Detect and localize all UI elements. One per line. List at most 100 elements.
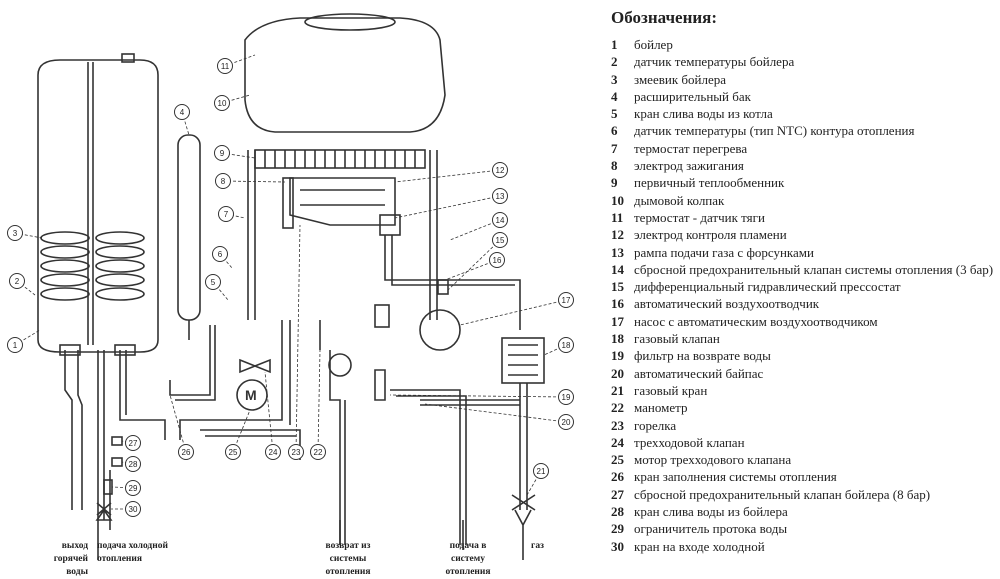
legend-label: бойлер [634, 37, 673, 52]
label-line: возврат из системы [325, 541, 371, 564]
callout-23: 23 [288, 224, 304, 460]
callout-25: 25 [225, 409, 251, 460]
legend-label: электрод контроля пламени [634, 227, 787, 243]
callout-leader [449, 219, 501, 241]
callout-number: 28 [129, 460, 138, 469]
label-line: отопления [325, 567, 371, 577]
label-hot-water-out: выход горячей воды [30, 540, 88, 579]
callout-30: 30 [111, 501, 141, 517]
callout-leader [424, 403, 567, 423]
label-line: воды [66, 567, 88, 577]
callout-leader [169, 394, 187, 453]
callout-circle [533, 463, 549, 479]
legend-number: 2 [611, 54, 618, 70]
callout-number: 3 [13, 229, 18, 238]
callout-number: 1 [13, 341, 18, 350]
legend-item: 19 фильтр на возврате воды [611, 347, 996, 364]
callout-leader [14, 232, 43, 239]
callout-20: 20 [424, 403, 574, 430]
callout-circle [215, 173, 231, 189]
callout-circle [7, 225, 23, 241]
burner [289, 177, 396, 226]
callout-16: 16 [444, 252, 505, 281]
callout-4: 4 [174, 104, 190, 136]
legend-label: автоматический воздухоотводчик [634, 296, 820, 312]
label-line: подача в систему [449, 541, 487, 564]
pump [419, 309, 461, 351]
legend-label: электрод зажигания [634, 158, 744, 174]
callout-number: 12 [496, 166, 505, 175]
callout-number: 11 [221, 62, 230, 71]
heat-exchanger [254, 149, 426, 169]
legend-label: автоматический байпас [634, 365, 764, 381]
legend-number: 23 [611, 417, 624, 433]
legend-number: 30 [611, 538, 624, 554]
callout-circle [125, 501, 141, 517]
legend-number: 26 [611, 469, 624, 485]
legend-item: 30 кран на входе холодной [611, 538, 996, 555]
callout-circle [225, 444, 241, 460]
legend-label: дымовой колпак [634, 192, 725, 208]
legend-label: фильтр на возврате воды [634, 348, 771, 364]
legend-number: 19 [611, 348, 624, 364]
callout-leader [317, 349, 321, 453]
callout-circle [174, 104, 190, 120]
callout-number: 15 [496, 236, 505, 245]
label-heating-return: возврат из системы отопления [308, 540, 388, 579]
expansion-tank [177, 134, 201, 321]
legend-label: кран на входе холодной [634, 538, 765, 554]
callout-leader [111, 486, 134, 489]
callout-13: 13 [394, 188, 508, 219]
callout-circle [178, 444, 194, 460]
callout-number: 8 [221, 177, 226, 186]
callout-1: 1 [7, 329, 41, 353]
label-line: газ [531, 541, 544, 551]
gas-valve [501, 337, 545, 384]
callout-6: 6 [212, 246, 233, 269]
callout-leader [394, 195, 501, 219]
label-line: отопления [445, 567, 491, 577]
callout-circle [492, 162, 508, 178]
callout-12: 12 [394, 162, 508, 183]
callout-leader [459, 299, 567, 326]
legend-item: 8 электрод зажигания [611, 157, 996, 174]
legend-number: 22 [611, 400, 624, 416]
legend-label: насос с автоматическим воздухоотводчиком [634, 313, 878, 329]
legend-number: 17 [611, 313, 624, 329]
legend-label: газовый клапан [634, 331, 720, 347]
callout-number: 29 [129, 484, 138, 493]
callout-circle [265, 444, 281, 460]
callout-17: 17 [459, 292, 574, 326]
legend-item: 26 кран заполнения системы отопления [611, 468, 996, 485]
legend-number: 6 [611, 123, 618, 139]
callout-number: 4 [180, 108, 185, 117]
legend-number: 18 [611, 331, 624, 347]
legend-number: 11 [611, 209, 624, 225]
label-gas: газ [531, 540, 544, 553]
legend-label: кран заполнения системы отопления [634, 469, 837, 485]
legend-number: 15 [611, 279, 624, 295]
callout-leader [222, 180, 286, 183]
legend-label: дифференциальный гидравлический прессост… [634, 279, 901, 295]
legend-number: 8 [611, 158, 618, 174]
legend-item: 15 дифференциальный гидравлический прессо… [611, 278, 996, 295]
manometer [328, 353, 352, 377]
callout-number: 9 [220, 149, 225, 158]
legend-number: 10 [611, 192, 624, 208]
legend-number: 20 [611, 365, 624, 381]
callout-number: 21 [537, 467, 546, 476]
label-cold-supply: подача холодной отопления [97, 540, 168, 566]
legend-number: 16 [611, 296, 624, 312]
callout-circle [217, 58, 233, 74]
callout-number: 30 [129, 505, 138, 514]
legend-label: ограничитель протока воды [634, 521, 788, 537]
legend-number: 5 [611, 106, 618, 122]
callout-circle [558, 292, 574, 308]
legend-number: 29 [611, 521, 624, 537]
